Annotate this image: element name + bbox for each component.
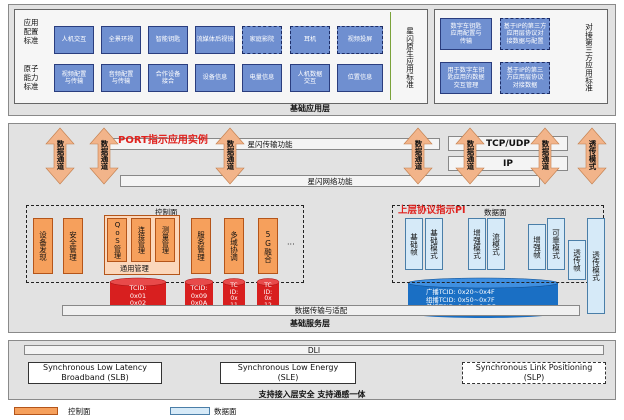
third-box-ip-protocol-data: 基于IP的第三 方应用层协议 对接数据 — [500, 62, 550, 94]
ctrl-measurement-mgmt: 测量管理 — [155, 218, 175, 262]
data-plane-title: 数据面 — [484, 208, 507, 217]
ctrl-multi-domain: 多域协调 — [224, 218, 244, 274]
tcid-label-2: TCID: 0x09 0x0A — [190, 284, 208, 307]
data-reliable-mode: 可靠模式 — [547, 218, 565, 270]
control-plane-title: 控制面 — [155, 208, 178, 217]
row1-label: 应用 配置 标准 — [23, 17, 39, 45]
data-transparent-mode: 透传模式 — [587, 218, 605, 314]
ctrl-ellipsis: ··· — [287, 240, 295, 249]
data-transparent-frame: 透传帧 — [568, 240, 586, 280]
app-box-screen-cast: 视频投屏 — [337, 26, 383, 54]
tcid-label-1: TCID: 0x01 0x02 — [129, 284, 147, 307]
atom-box-battery-info: 电量信息 — [242, 64, 282, 92]
transparent-mode-label: 透传模式 — [588, 140, 597, 170]
data-channel-label-5: 数据通道 — [466, 140, 475, 170]
native-app-standard-label: 星闪原生应用标准 — [405, 26, 415, 88]
atom-box-partner-device: 合作设备 接合 — [148, 64, 188, 92]
data-basic-mode: 基础模式 — [425, 218, 443, 270]
app-box-panoramic: 全景环视 — [101, 26, 141, 54]
data-channel-label-6: 数据通道 — [541, 140, 550, 170]
legend-data-label: 数据面 — [214, 407, 237, 416]
legend-data-swatch — [170, 407, 210, 415]
ctrl-service-mgmt: 服务管理 — [191, 218, 211, 274]
data-enhanced-mode: 增强模式 — [468, 218, 486, 270]
network-function-bar: 星闪网络功能 — [120, 175, 540, 187]
slp-box: Synchronous Link Positioning (SLP) — [462, 362, 606, 384]
data-basic-frame: 基础帧 — [405, 218, 423, 270]
atom-box-hmi-data: 人机数据 交互 — [290, 64, 330, 92]
data-channel-label-4: 数据通道 — [414, 140, 423, 170]
data-stream-mode: 流模式 — [487, 218, 505, 270]
access-layer-caption: 支持接入层安全 支持通感一体 — [258, 390, 366, 399]
sle-box: Synchronous Low Energy (SLE) — [220, 362, 356, 384]
app-box-mirror: 流媒体后视镜 — [195, 26, 235, 54]
app-box-home-theater: 家庭影院 — [242, 26, 282, 54]
third-party-standard-label: 对接第三方应用标准 — [584, 22, 594, 92]
ctrl-device-discovery: 设备发现 — [33, 218, 53, 274]
atom-box-device-info: 设备信息 — [195, 64, 235, 92]
section-separator — [390, 12, 391, 100]
third-box-digital-key-config: 数字车钥匙 应用配置与 传输 — [440, 18, 492, 50]
data-channel-label-1: 数据通道 — [56, 140, 65, 170]
slb-box: Synchronous Low Latency Broadband (SLB) — [28, 362, 162, 384]
upper-protocol-label: 上层协议指示PI — [398, 205, 466, 216]
app-box-smart-key: 智能钥匙 — [148, 26, 188, 54]
legend-control-swatch — [14, 407, 58, 415]
general-mgmt-label: 通用管理 — [120, 264, 149, 273]
port-instance-label: PORT指示应用实例 — [118, 135, 208, 146]
legend-control-label: 控制面 — [68, 407, 91, 416]
data-channel-label-3: 数据通道 — [226, 140, 235, 170]
atom-box-location: 位置信息 — [337, 64, 383, 92]
data-channel-label-2: 数据通道 — [100, 140, 109, 170]
ctrl-qos-mgmt: QoS管理 — [107, 218, 127, 262]
ctrl-connection-mgmt: 连接管理 — [131, 218, 151, 262]
row2-label: 原子 能力 标准 — [23, 63, 39, 91]
third-box-ip-protocol-config: 基于IP的第三方 应用层协议对 接数据与配置 — [500, 18, 550, 50]
ctrl-5g-fusion: 5G融合 — [258, 218, 278, 274]
data-transfer-adaptation-bar: 数据传输与适配 — [62, 305, 580, 316]
app-box-earphone: 耳机 — [290, 26, 330, 54]
basic-service-layer-title: 基础服务层 — [290, 319, 330, 328]
data-enhanced-frame: 增强帧 — [528, 224, 546, 270]
basic-application-layer-title: 基础应用层 — [290, 104, 330, 113]
atom-box-audio: 音频配置 与传输 — [101, 64, 141, 92]
atom-box-video: 视频配置 与传输 — [54, 64, 94, 92]
ctrl-security-mgmt: 安全管理 — [63, 218, 83, 274]
third-box-digital-key-data: 用于数字车钥 匙应用的数据 交互管理 — [440, 62, 492, 94]
app-box-hmi: 人机交互 — [54, 26, 94, 54]
dli-bar: DLI — [24, 345, 604, 355]
